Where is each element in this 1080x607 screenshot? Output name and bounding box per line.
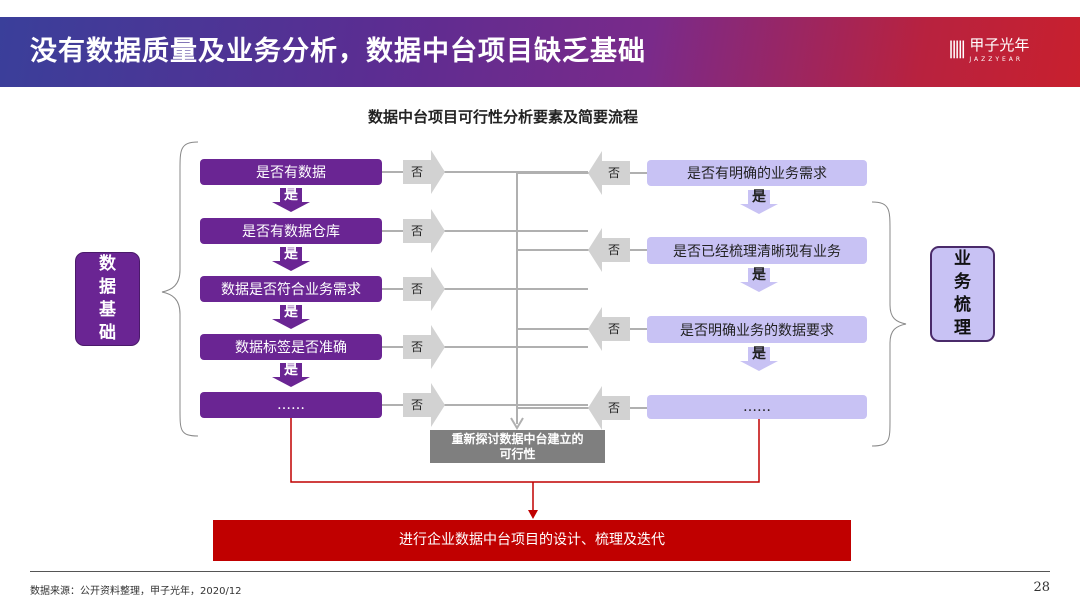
no-arrow-left: 否 bbox=[588, 307, 630, 351]
yes-arrow: 是 bbox=[740, 268, 778, 292]
logo-text: 甲子光年 bbox=[969, 36, 1030, 54]
rethink-line2: 可行性 bbox=[499, 447, 536, 461]
label-char: 数 bbox=[99, 254, 116, 274]
footer-divider bbox=[30, 571, 1050, 572]
right-step-box: 是否明确业务的数据要求 bbox=[647, 316, 867, 343]
connector-line bbox=[517, 328, 647, 330]
left-step-box: …… bbox=[200, 392, 382, 418]
yes-label: 是 bbox=[284, 304, 298, 320]
source-note: 数据来源：公开资料整理，甲子光年，2020/12 bbox=[30, 586, 242, 597]
connector-line bbox=[517, 407, 647, 409]
connector-line bbox=[382, 404, 588, 406]
left-brace bbox=[161, 141, 199, 437]
right-brace bbox=[871, 201, 907, 447]
yes-label: 是 bbox=[752, 189, 766, 205]
no-label: 否 bbox=[600, 317, 628, 341]
label-char: 基 bbox=[99, 300, 116, 320]
connector-line bbox=[382, 288, 588, 290]
yes-arrow: 是 bbox=[272, 188, 310, 212]
no-arrow-left: 否 bbox=[588, 386, 630, 430]
no-arrow-right: 否 bbox=[403, 267, 445, 311]
data-foundation-label: 数 据 基 础 bbox=[75, 252, 140, 346]
label-char: 业 bbox=[954, 249, 971, 269]
red-merge-line bbox=[290, 417, 760, 483]
rethink-line1: 重新探讨数据中台建立的 bbox=[451, 432, 584, 446]
right-step-box: 是否已经梳理清晰现有业务 bbox=[647, 237, 867, 264]
yes-arrow: 是 bbox=[272, 305, 310, 329]
rethink-feasibility-box: 重新探讨数据中台建立的 可行性 bbox=[430, 430, 605, 463]
no-label: 否 bbox=[600, 238, 628, 262]
label-char: 务 bbox=[954, 272, 971, 292]
no-arrow-right: 否 bbox=[403, 209, 445, 253]
logo: ||||| 甲子光年 JAZZYEAR bbox=[948, 34, 1029, 64]
logo-bars-icon: ||||| bbox=[948, 38, 966, 59]
no-label: 否 bbox=[600, 161, 628, 185]
arrow-down-icon bbox=[272, 305, 310, 329]
no-label: 否 bbox=[403, 277, 431, 301]
arrow-down-icon bbox=[272, 188, 310, 212]
no-label: 否 bbox=[403, 393, 431, 417]
connector-line bbox=[382, 171, 588, 173]
no-arrow-right: 否 bbox=[403, 383, 445, 427]
center-arrow-head bbox=[510, 417, 524, 430]
no-label: 否 bbox=[403, 219, 431, 243]
business-review-label: 业 务 梳 理 bbox=[930, 246, 995, 342]
connector-line bbox=[382, 346, 588, 348]
label-char: 础 bbox=[99, 323, 116, 343]
no-arrow-left: 否 bbox=[588, 151, 630, 195]
no-label: 否 bbox=[403, 160, 431, 184]
right-step-box: 是否有明确的业务需求 bbox=[647, 160, 867, 186]
no-arrow-left: 否 bbox=[588, 228, 630, 272]
logo-subtext: JAZZYEAR bbox=[969, 56, 1024, 63]
yes-label: 是 bbox=[284, 362, 298, 378]
connector-line bbox=[517, 249, 647, 251]
label-char: 梳 bbox=[954, 295, 971, 315]
final-action-box: 进行企业数据中台项目的设计、梳理及迭代 bbox=[213, 520, 851, 561]
right-step-box: …… bbox=[647, 395, 867, 419]
yes-label: 是 bbox=[284, 187, 298, 203]
arrow-down-icon bbox=[740, 268, 778, 292]
left-step-box: 数据标签是否准确 bbox=[200, 334, 382, 360]
connector-line bbox=[382, 230, 588, 232]
yes-label: 是 bbox=[752, 346, 766, 362]
no-label: 否 bbox=[600, 396, 628, 420]
no-arrow-right: 否 bbox=[403, 325, 445, 369]
header-banner bbox=[0, 17, 1080, 87]
left-step-box: 数据是否符合业务需求 bbox=[200, 276, 382, 302]
red-arrow-head bbox=[528, 510, 538, 519]
left-step-box: 是否有数据仓库 bbox=[200, 218, 382, 244]
no-arrow-right: 否 bbox=[403, 150, 445, 194]
yes-arrow: 是 bbox=[272, 363, 310, 387]
label-char: 理 bbox=[954, 318, 971, 338]
left-step-box: 是否有数据 bbox=[200, 159, 382, 185]
page-title: 没有数据质量及业务分析，数据中台项目缺乏基础 bbox=[30, 36, 646, 67]
arrow-down-icon bbox=[740, 190, 778, 214]
yes-arrow: 是 bbox=[740, 347, 778, 371]
yes-arrow: 是 bbox=[740, 190, 778, 214]
yes-arrow: 是 bbox=[272, 247, 310, 271]
label-char: 据 bbox=[99, 277, 116, 297]
arrow-down-icon bbox=[740, 347, 778, 371]
yes-label: 是 bbox=[284, 246, 298, 262]
no-label: 否 bbox=[403, 335, 431, 359]
yes-label: 是 bbox=[752, 267, 766, 283]
page-number: 28 bbox=[1033, 580, 1050, 595]
connector-line bbox=[517, 172, 647, 174]
arrow-down-icon bbox=[272, 363, 310, 387]
arrow-down-icon bbox=[272, 247, 310, 271]
diagram-title: 数据中台项目可行性分析要素及简要流程 bbox=[367, 108, 638, 126]
